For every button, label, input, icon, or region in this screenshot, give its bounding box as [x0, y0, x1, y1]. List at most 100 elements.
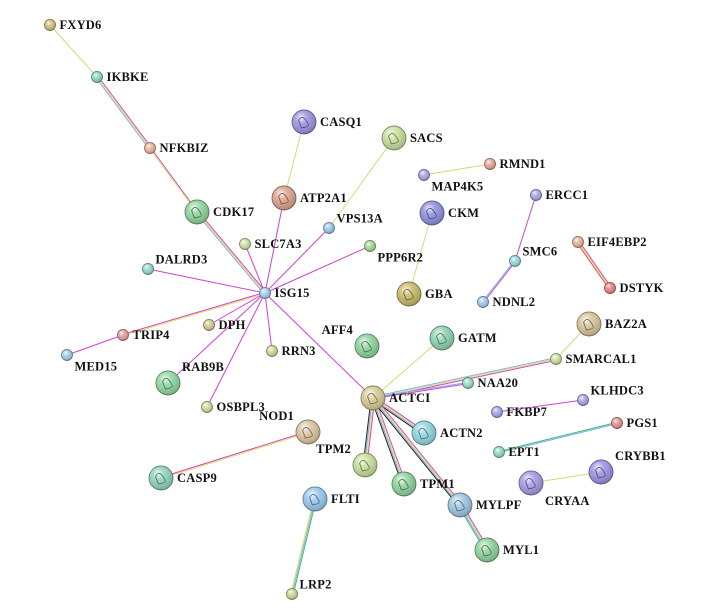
node-atp2a1[interactable]: ATP2A1: [271, 185, 347, 211]
node-label-myl1: MYL1: [503, 543, 539, 557]
edge-strand: [371, 398, 404, 485]
structure-glyph-icon: [309, 494, 320, 506]
node-gloss: [572, 236, 584, 248]
node-gloss: [292, 110, 316, 134]
node-label-naa20: NAA20: [478, 376, 519, 390]
node-label-crybb1: CRYBB1: [615, 449, 666, 463]
node-cryaa[interactable]: CRYAA: [518, 470, 590, 508]
node-casp9[interactable]: CASP9: [148, 465, 217, 491]
structure-glyph-icon: [162, 378, 173, 390]
node-label-ckm: CKM: [448, 206, 479, 220]
node-pgs1[interactable]: PGS1: [611, 416, 658, 430]
edge-strand: [264, 227, 330, 294]
edge-strand: [374, 397, 407, 484]
node-sacs[interactable]: SACS: [381, 125, 443, 151]
node-casq1[interactable]: CASQ1: [291, 109, 362, 135]
node-gloss: [412, 421, 436, 445]
node-gloss: [462, 377, 474, 389]
node-ppp6r2[interactable]: PPP6R2: [364, 240, 424, 265]
node-actci[interactable]: ACTCI: [360, 385, 430, 411]
node-ept1[interactable]: EPT1: [493, 445, 540, 459]
node-flti[interactable]: FLTI: [302, 486, 360, 512]
node-ndnl2[interactable]: NDNL2: [477, 295, 536, 309]
structure-glyph-icon: [426, 208, 437, 220]
node-med15[interactable]: MED15: [61, 349, 118, 374]
node-baz2a[interactable]: BAZ2A: [576, 311, 647, 337]
node-label-smc6: SMC6: [523, 245, 558, 259]
node-naa20[interactable]: NAA20: [462, 376, 519, 390]
node-nod1[interactable]: NOD1: [259, 409, 321, 445]
node-fkbp7[interactable]: FKBP7: [491, 405, 548, 419]
node-dstyk[interactable]: DSTYK: [604, 281, 664, 295]
edge-strand: [197, 210, 267, 293]
edge-dalrd3-isg15: [147, 268, 266, 294]
node-label-cdk17: CDK17: [213, 205, 254, 219]
edge-layer: [49, 24, 618, 595]
edge-strand: [283, 121, 305, 199]
node-dalrd3[interactable]: DALRD3: [142, 253, 208, 275]
node-rmnd1[interactable]: RMND1: [484, 157, 546, 171]
node-label-rab9b: RAB9B: [182, 360, 224, 374]
edge-strand: [196, 211, 266, 294]
edge-strand: [514, 194, 537, 262]
node-tpm2[interactable]: TPM2: [316, 442, 378, 478]
node-gatm[interactable]: GATM: [429, 325, 497, 351]
node-rrn3[interactable]: RRN3: [266, 344, 316, 358]
node-crybb1[interactable]: CRYBB1: [588, 449, 666, 485]
edge-ercc1-smc6: [514, 194, 537, 262]
edge-strand: [374, 396, 462, 505]
structure-glyph-icon: [481, 545, 492, 557]
node-dph[interactable]: DPH: [203, 318, 246, 332]
edge-strand: [373, 397, 461, 505]
edge-strand: [372, 398, 460, 506]
node-gloss: [418, 169, 430, 181]
node-tpm1[interactable]: TPM1: [391, 471, 455, 497]
edge-strand: [96, 76, 151, 149]
edge-actci-tpm1: [370, 397, 407, 485]
node-gba[interactable]: GBA: [396, 281, 453, 307]
node-gloss: [91, 71, 103, 83]
node-ckm[interactable]: CKM: [419, 200, 479, 226]
node-trip4[interactable]: TRIP4: [117, 328, 171, 342]
structure-glyph-icon: [361, 341, 372, 353]
node-rab9b[interactable]: RAB9B: [155, 360, 224, 396]
node-lrp2[interactable]: LRP2: [286, 578, 332, 600]
node-smc6[interactable]: SMC6: [509, 245, 558, 267]
edge-strand: [498, 421, 617, 452]
node-label-smarcal1: SMARCAL1: [566, 352, 637, 366]
node-vps13a[interactable]: VPS13A: [323, 212, 383, 234]
node-label-sacs: SACS: [410, 131, 443, 145]
node-fxyd6[interactable]: FXYD6: [44, 18, 102, 32]
edge-strand: [150, 147, 198, 212]
node-label-vps13a: VPS13A: [337, 212, 383, 226]
edge-trip4-isg15: [122, 291, 266, 337]
node-isg15[interactable]: ISG15: [259, 286, 310, 300]
node-label-cryaa: CRYAA: [545, 494, 590, 508]
node-slc7a3[interactable]: SLC7A3: [239, 237, 302, 251]
node-klhdc3[interactable]: KLHDC3: [577, 384, 644, 406]
edge-strand: [123, 293, 266, 337]
node-ercc1[interactable]: ERCC1: [530, 188, 589, 202]
node-aff4[interactable]: AFF4: [322, 323, 380, 359]
structure-glyph-icon: [595, 467, 606, 479]
node-nfkbiz[interactable]: NFKBIZ: [144, 141, 209, 155]
node-gloss: [519, 471, 543, 495]
node-label-ikbke: IKBKE: [107, 70, 149, 84]
node-eif4ebp2[interactable]: EIF4EBP2: [572, 235, 647, 249]
node-gloss: [364, 240, 376, 252]
node-label-tpm2: TPM2: [316, 442, 351, 456]
node-cdk17[interactable]: CDK17: [184, 199, 254, 225]
node-smarcal1[interactable]: SMARCAL1: [550, 352, 637, 366]
node-ikbke[interactable]: IKBKE: [91, 70, 149, 84]
node-mylpf[interactable]: MYLPF: [447, 492, 522, 518]
edge-map4k5-rmnd1: [423, 163, 491, 176]
edge-med15-trip4: [66, 334, 124, 356]
node-map4k5[interactable]: MAP4K5: [418, 169, 484, 194]
node-actn2[interactable]: ACTN2: [411, 420, 483, 446]
node-gloss: [493, 446, 505, 458]
node-osbpl3[interactable]: OSBPL3: [201, 400, 265, 414]
node-gloss: [203, 319, 215, 331]
node-label-isg15: ISG15: [275, 286, 310, 300]
edge-flti-lrp2: [290, 498, 317, 595]
node-myl1[interactable]: MYL1: [474, 537, 539, 563]
